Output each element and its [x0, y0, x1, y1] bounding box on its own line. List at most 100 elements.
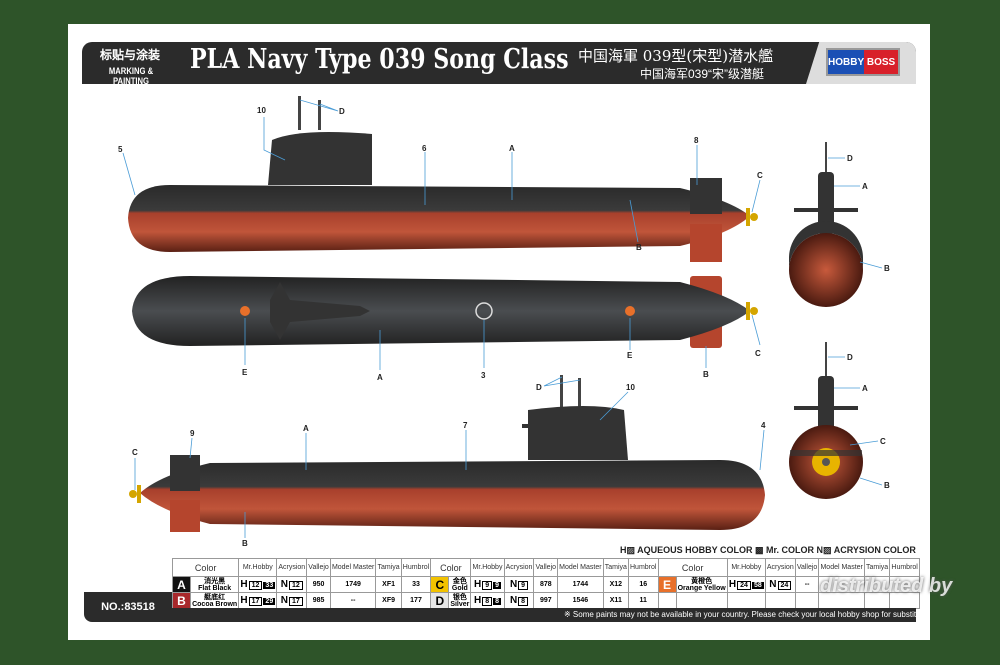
callout-7: 7 — [463, 421, 468, 430]
humbrol-cell: 11 — [627, 592, 659, 609]
color-swatch: D — [430, 592, 450, 609]
mr-color-code: 33 — [263, 582, 276, 589]
callout-a: A — [377, 373, 383, 382]
logo-boss: BOSS — [864, 50, 898, 74]
callout-a: A — [862, 182, 868, 191]
logo-hobby: HOBBY — [828, 50, 865, 74]
empty-cell — [764, 592, 796, 609]
empty-cell — [657, 592, 677, 609]
front-view-2 — [789, 342, 863, 499]
mr-color-code: 58 — [751, 582, 764, 589]
callout-b: B — [884, 264, 890, 273]
callout-8: 8 — [694, 136, 699, 145]
column-header: Model Master — [329, 558, 377, 577]
callout-e: E — [242, 368, 248, 377]
n-prefix: N — [280, 595, 288, 606]
color-name-en: Orange Yellow — [677, 584, 726, 592]
n-prefix: N — [769, 579, 777, 590]
h-prefix: H — [240, 579, 248, 590]
callout-c: C — [755, 349, 761, 358]
aqueous-code: 17 — [248, 597, 263, 606]
n-prefix: N — [280, 579, 288, 590]
watermark: distributed by — [820, 575, 953, 597]
column-header: Acrysion — [764, 558, 796, 577]
vallejo-cell: 878 — [533, 576, 559, 593]
h-prefix: H — [473, 595, 482, 606]
callout-6: 6 — [422, 144, 427, 153]
column-header: Vallejo — [533, 558, 559, 577]
paint-brand-legend: H▨ AQUEOUS HOBBY COLOR ▩ Mr. COLOR N▨ AC… — [620, 545, 916, 555]
tamiya-cell: X11 — [602, 592, 629, 609]
top-view — [132, 276, 758, 348]
empty-cell — [675, 592, 728, 609]
callout-4: 4 — [761, 421, 766, 430]
callout-d: D — [536, 383, 542, 392]
vallejo-cell: 950 — [306, 576, 331, 593]
h-prefix: H — [728, 579, 737, 590]
aqueous-code: 8 — [482, 597, 493, 606]
callout-e: E — [627, 351, 633, 360]
side-view-port — [129, 375, 765, 532]
section-label-zh: 标贴与涂装 — [99, 48, 160, 62]
column-header: Color — [171, 558, 240, 577]
column-header: Color — [657, 558, 728, 577]
mr-color-code: 9 — [493, 582, 501, 589]
mr-color-code: 8 — [493, 598, 501, 605]
color-name-zh: 消光黑 — [204, 577, 226, 585]
color-swatch: B — [172, 592, 191, 609]
aqueous-code: 24 — [737, 581, 751, 590]
n-prefix: N — [509, 595, 518, 606]
callout-a: A — [509, 144, 515, 153]
mm-cell: -- — [329, 592, 377, 609]
callout-10: 10 — [257, 106, 266, 115]
mr-color-code: 29 — [263, 598, 276, 605]
callout-b: B — [242, 539, 248, 548]
acrysion-code: 24 — [777, 581, 792, 590]
aqueous-code: 12 — [248, 581, 263, 590]
callout-a: A — [862, 384, 868, 393]
vallejo-cell: 997 — [533, 592, 559, 609]
page-title: PLA Navy Type 039 Song Class — [190, 44, 569, 75]
column-header: Humbrol — [889, 558, 920, 577]
callout-10: 10 — [626, 383, 635, 392]
mm-cell: 1546 — [557, 592, 604, 609]
tamiya-cell: X12 — [602, 576, 629, 593]
n-prefix: N — [509, 579, 518, 590]
callout-3: 3 — [481, 371, 486, 380]
callout-d: D — [847, 353, 853, 362]
color-name-en: Flat Black — [198, 584, 232, 592]
column-header: Vallejo — [306, 558, 331, 577]
callout-5: 5 — [118, 145, 123, 154]
color-name-en: Silver — [450, 600, 470, 608]
humbrol-cell: 16 — [627, 576, 659, 593]
acrysion-code: 12 — [288, 581, 303, 590]
column-header: Model Master — [818, 558, 865, 577]
callout-c: C — [757, 171, 763, 180]
column-header: Mr.Hobby — [238, 558, 278, 577]
product-number: NO.:83518 — [84, 592, 172, 622]
color-name-en: Gold — [451, 584, 468, 592]
column-header: Model Master — [557, 558, 604, 577]
color-name-zh: 黄橙色 — [691, 577, 713, 585]
callout-d: D — [339, 107, 345, 116]
h-prefix: H — [240, 595, 248, 606]
callout-lines — [122, 99, 883, 538]
vallejo-cell: 985 — [306, 592, 331, 609]
tamiya-cell: XF1 — [375, 576, 402, 593]
title-zh-2: 中国海军039“宋”级潜艇 — [640, 67, 765, 81]
